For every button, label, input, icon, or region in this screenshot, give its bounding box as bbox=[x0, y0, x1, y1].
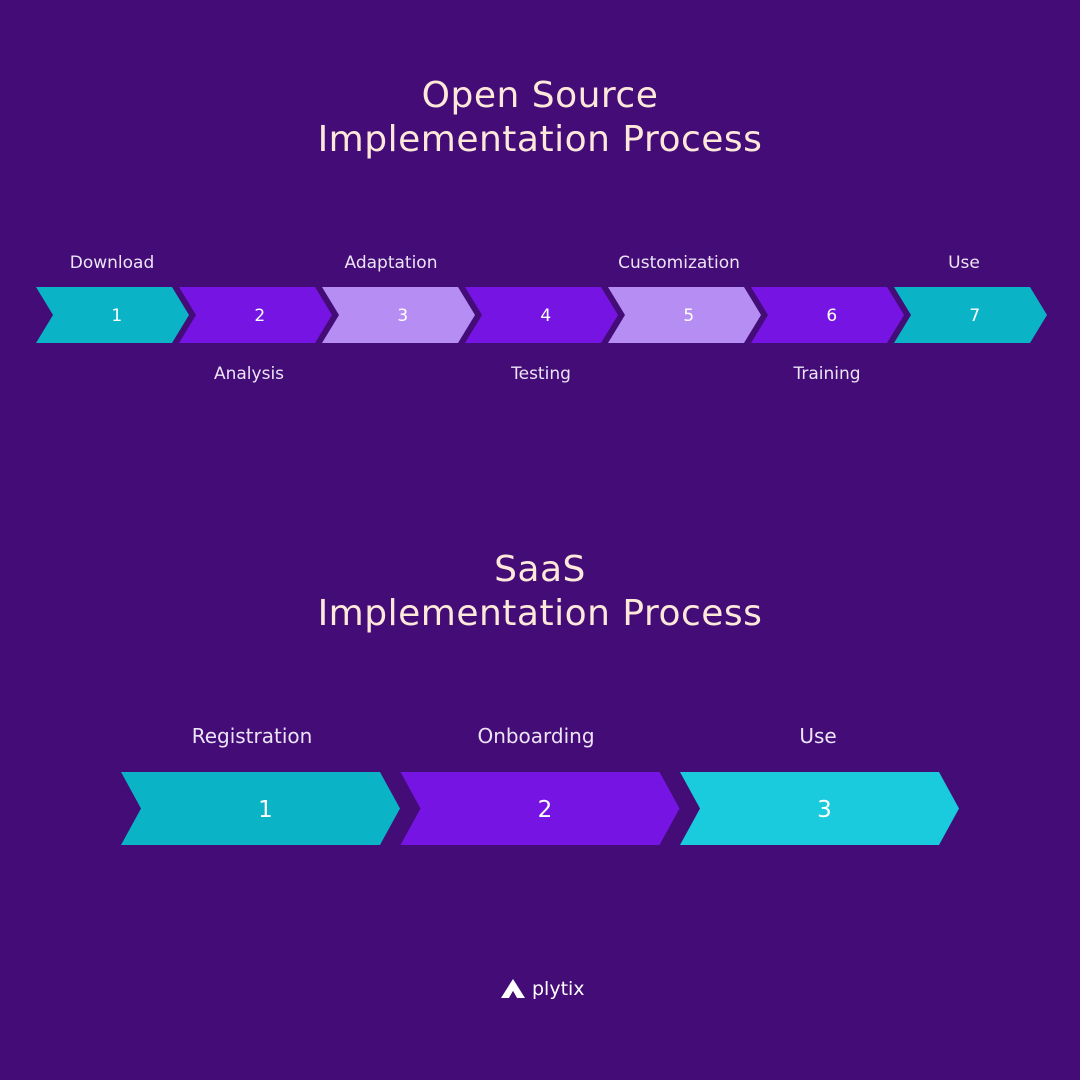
open-source-step-1-number: 1 bbox=[111, 306, 122, 326]
open-source-step-6-number: 6 bbox=[826, 306, 837, 326]
open-source-chevron-3 bbox=[322, 287, 475, 343]
saas-step-1-label: Registration bbox=[191, 724, 313, 748]
open-source-title-line-2: Implementation Process bbox=[317, 119, 763, 160]
open-source-chevron-2 bbox=[179, 287, 332, 343]
saas-step-3-number: 3 bbox=[817, 797, 832, 823]
open-source-chevron-4 bbox=[465, 287, 618, 343]
saas-step-1-number: 1 bbox=[258, 797, 273, 823]
brand: plytix bbox=[500, 976, 585, 1002]
open-source-step-1-label: Download bbox=[69, 253, 155, 273]
plytix-logo-icon bbox=[501, 979, 525, 998]
open-source-step-5-label: Customization bbox=[618, 253, 740, 273]
open-source-step-3-number: 3 bbox=[397, 306, 408, 326]
saas-step-2-label: Onboarding bbox=[477, 724, 595, 748]
saas-chevron-3 bbox=[680, 772, 959, 845]
saas-chevron-2 bbox=[400, 772, 680, 845]
open-source-step-4-label: Testing bbox=[511, 364, 571, 384]
saas-title-line-1: SaaS bbox=[494, 549, 586, 590]
open-source-step-7-number: 7 bbox=[969, 306, 980, 326]
open-source-title: Open Source Implementation Process bbox=[0, 74, 1080, 162]
open-source-step-4-number: 4 bbox=[540, 306, 551, 326]
open-source-step-6-label: Training bbox=[793, 364, 861, 384]
open-source-title-line-1: Open Source bbox=[421, 75, 659, 116]
open-source-chevron-7 bbox=[894, 287, 1047, 343]
open-source-chevron-row: 1 2 3 4 5 6 7 bbox=[36, 287, 1047, 343]
saas-step-2-number: 2 bbox=[538, 797, 553, 823]
saas-chevron-row: 1 2 3 bbox=[121, 772, 959, 845]
saas-title: SaaS Implementation Process bbox=[0, 548, 1080, 636]
open-source-step-7-label: Use bbox=[948, 253, 980, 273]
saas-step-3-label: Use bbox=[799, 724, 837, 748]
saas-chevron-1 bbox=[121, 772, 400, 845]
open-source-step-3-label: Adaptation bbox=[344, 253, 438, 273]
open-source-step-5-number: 5 bbox=[683, 306, 694, 326]
saas-title-line-2: Implementation Process bbox=[317, 593, 763, 634]
open-source-step-2-number: 2 bbox=[254, 306, 265, 326]
open-source-chevron-5 bbox=[608, 287, 761, 343]
brand-name: plytix bbox=[532, 978, 585, 1000]
open-source-step-2-label: Analysis bbox=[213, 364, 285, 384]
open-source-chevron-1 bbox=[36, 287, 189, 343]
open-source-chevron-6 bbox=[751, 287, 904, 343]
